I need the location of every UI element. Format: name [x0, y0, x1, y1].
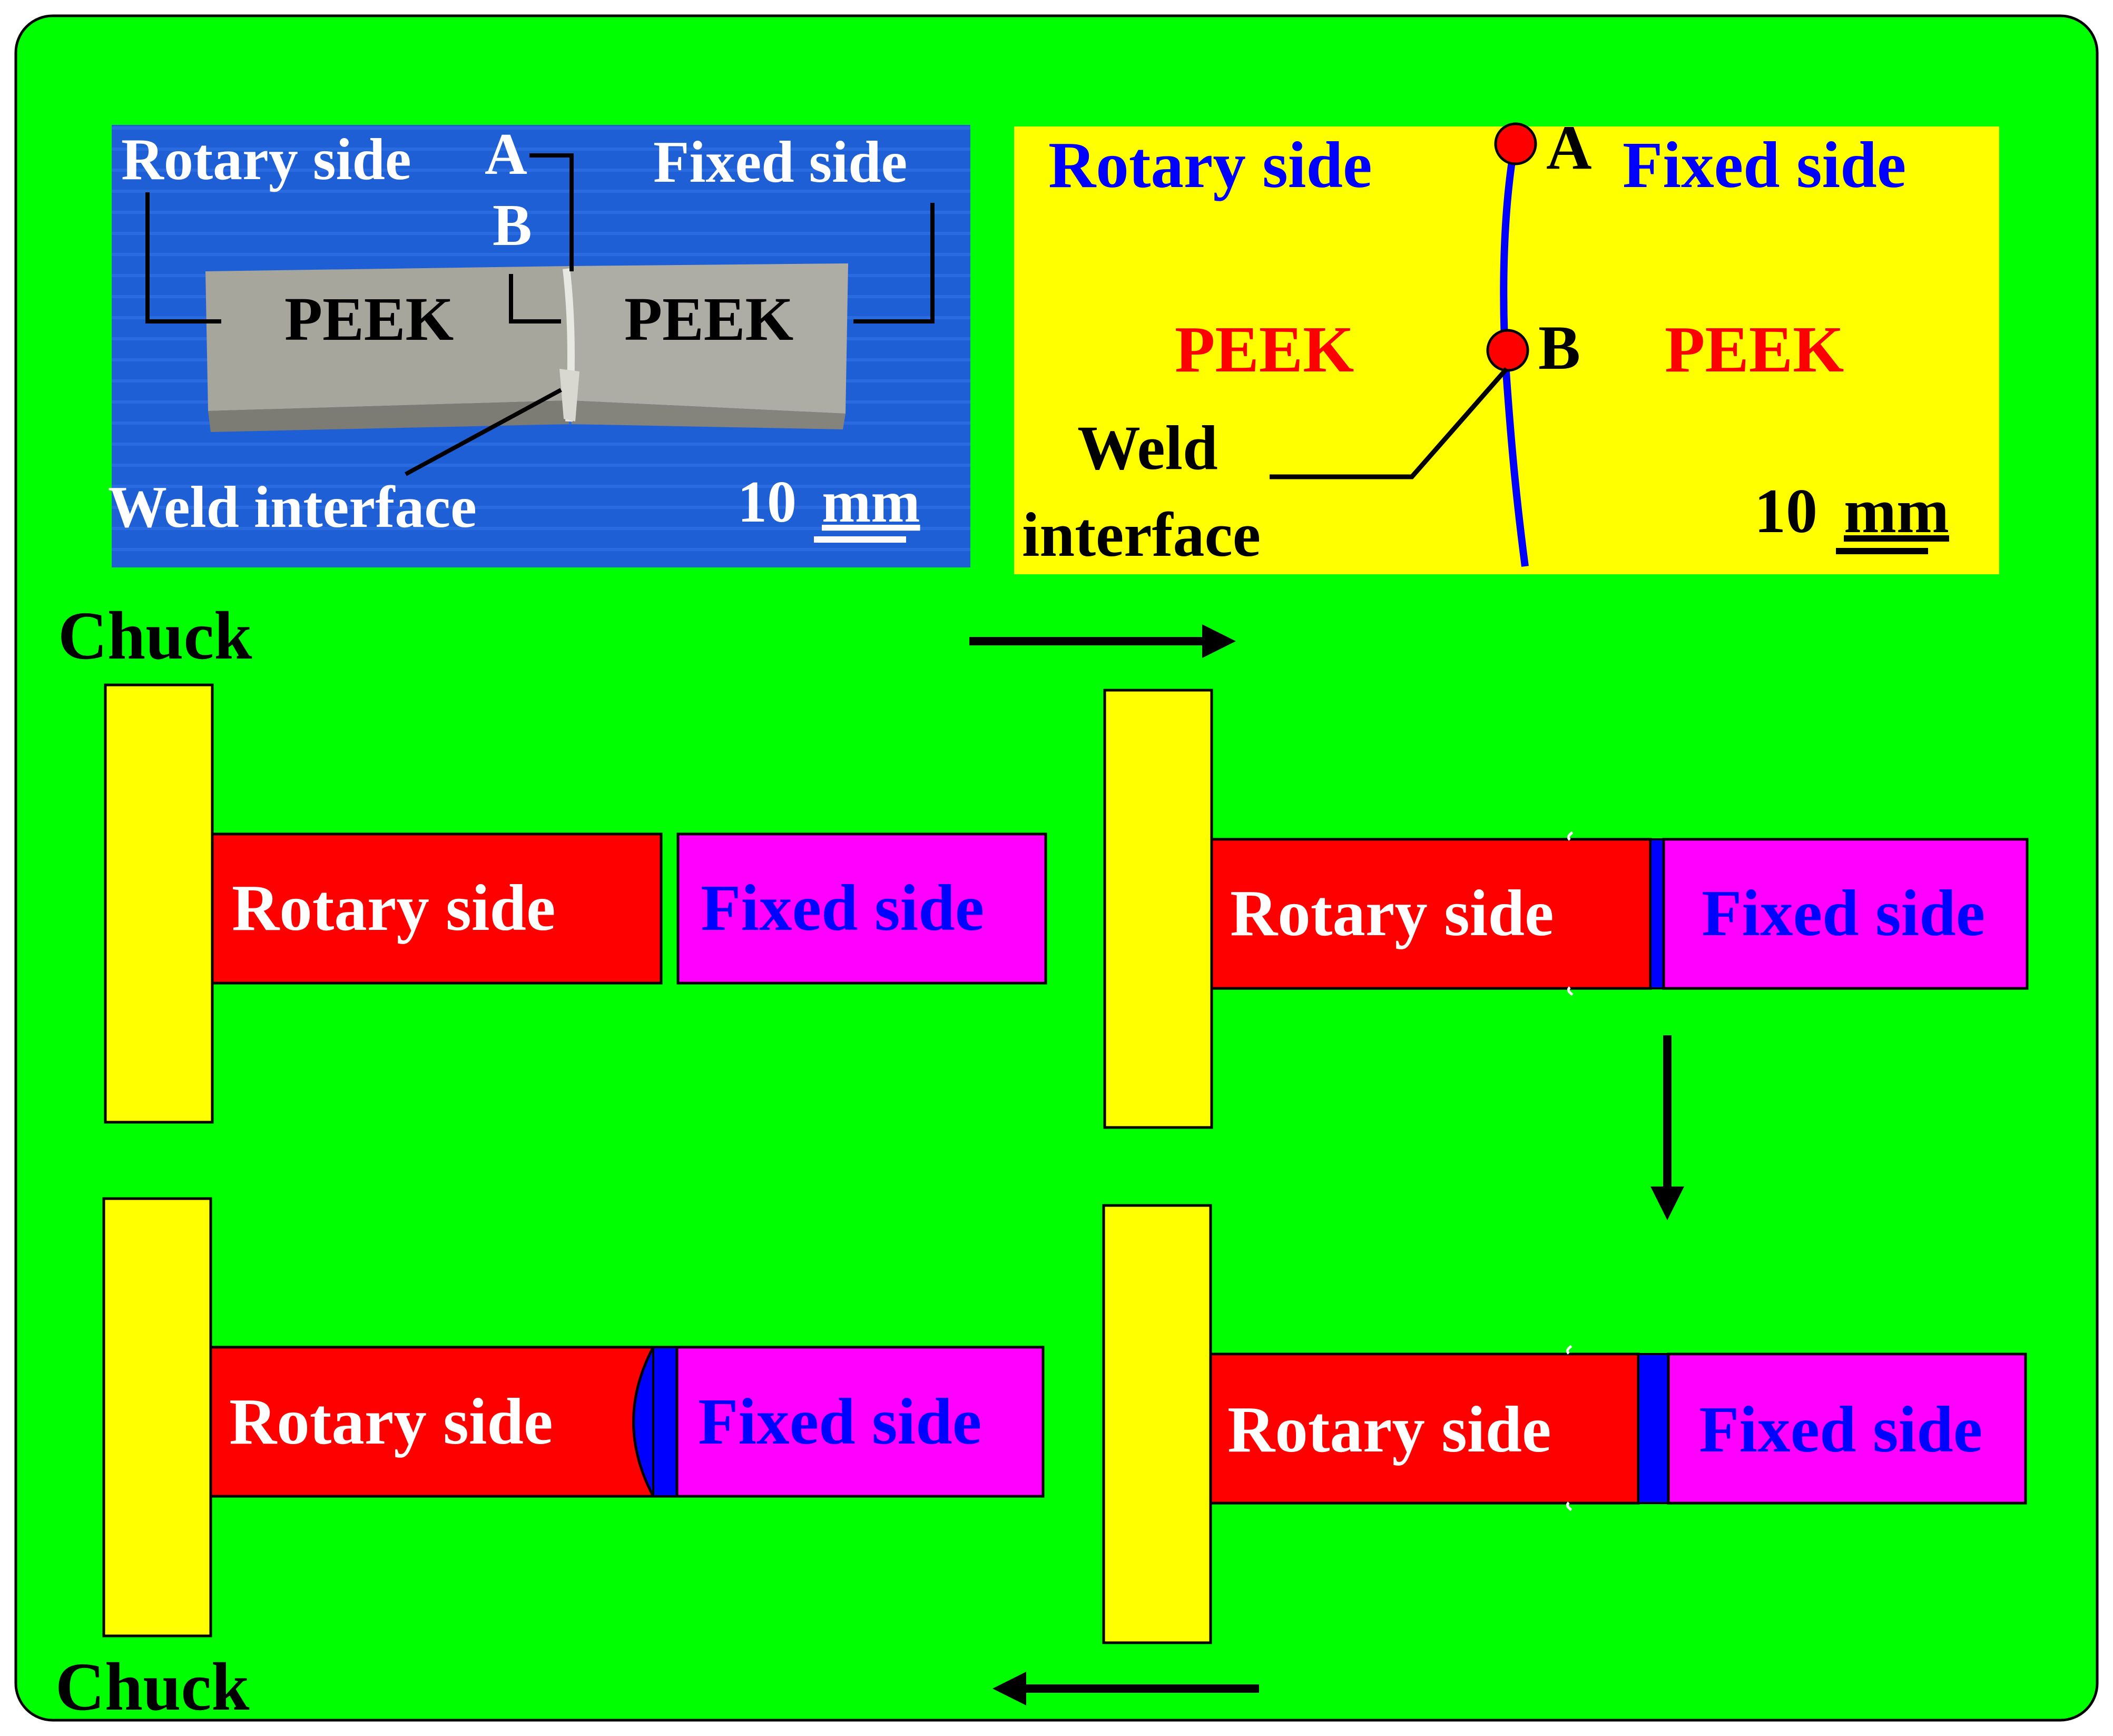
schematic-point-b: B — [1538, 312, 1580, 382]
step-1-initial: Rotary side Fixed side — [104, 683, 1047, 1124]
point-a-marker — [1494, 122, 1537, 165]
schematic-fixed-label: Fixed side — [1623, 129, 1906, 202]
rotary-bar-3 — [1209, 1352, 1640, 1505]
photo-point-a: A — [485, 122, 527, 187]
rotary-bar-2 — [1210, 838, 1652, 990]
schematic-peek-right: PEEK — [1665, 313, 1844, 386]
fixed-label-4: Fixed side — [698, 1386, 981, 1458]
fixed-label-3: Fixed side — [1699, 1394, 1982, 1466]
step-4-welded: Rotary side Fixed side — [102, 1197, 1045, 1637]
step-3-upset: Rotary side Fixed side — [1102, 1204, 2027, 1644]
step-2-contact: Rotary side Fixed side — [1103, 689, 2029, 1129]
fixed-bar-3 — [1667, 1352, 2027, 1505]
rotary-bar-1 — [211, 832, 663, 985]
weld-interface-curve — [1500, 144, 1529, 567]
fixed-bar-4 — [675, 1346, 1045, 1498]
photo-peek-left: PEEK — [284, 285, 454, 354]
weld-layer-3 — [1637, 1353, 1669, 1504]
rotary-label-1: Rotary side — [232, 872, 556, 945]
fixed-label-1: Fixed side — [701, 872, 984, 945]
chuck-2 — [1103, 689, 1213, 1129]
weld-layer-4 — [652, 1346, 678, 1497]
chuck-label-top: Chuck — [58, 598, 252, 674]
rotary-label-2: Rotary side — [1230, 877, 1554, 950]
schematic-scale-unit: mm — [1844, 476, 1949, 546]
photo-scale-bar — [814, 536, 906, 543]
photo-weld-label: Weld interface — [108, 475, 477, 540]
rotary-bar-4 — [209, 1346, 679, 1498]
rotary-label-4: Rotary side — [229, 1386, 553, 1458]
fixed-bar-1 — [676, 832, 1047, 985]
process-arrows — [969, 624, 1684, 1705]
schematic-weld-line1: Weld — [1077, 413, 1218, 483]
schematic-scale-bar — [1836, 548, 1928, 554]
schematic-weld-leader — [1270, 367, 1509, 479]
schematic-point-a: A — [1546, 112, 1592, 182]
flash-3 — [1566, 1345, 1573, 1512]
photo-scale-unit: mm — [822, 469, 920, 535]
fixed-bar-2 — [1662, 838, 2029, 990]
weld-layer-2 — [1649, 838, 1665, 989]
photo-leader-lines — [145, 153, 935, 476]
photo-peek-right: PEEK — [624, 285, 793, 354]
peek-specimen — [205, 263, 848, 432]
schematic-rotary-label: Rotary side — [1048, 129, 1372, 202]
photo-panel: Rotary side Fixed side A B PEEK PEEK Wel… — [108, 122, 970, 567]
point-b-marker — [1486, 329, 1529, 372]
chuck-label-bottom: Chuck — [55, 1649, 250, 1725]
photo-point-b: B — [493, 193, 532, 258]
schematic-peek-left: PEEK — [1175, 313, 1354, 386]
photo-rotary-label: Rotary side — [121, 127, 411, 192]
photo-fixed-label: Fixed side — [653, 130, 907, 195]
chuck-4 — [102, 1197, 212, 1637]
rotary-label-3: Rotary side — [1227, 1394, 1551, 1466]
flash-2 — [1567, 831, 1574, 996]
fixed-label-2: Fixed side — [1702, 877, 1985, 950]
chuck-1 — [104, 683, 214, 1124]
chuck-3 — [1102, 1204, 1212, 1644]
schematic-weld-line2: interface — [1022, 499, 1261, 570]
schematic-panel: Rotary side Fixed side A B PEEK PEEK Wel… — [1014, 112, 1999, 574]
photo-scale-number: 10 — [738, 469, 797, 535]
schematic-scale-number: 10 — [1754, 476, 1817, 546]
